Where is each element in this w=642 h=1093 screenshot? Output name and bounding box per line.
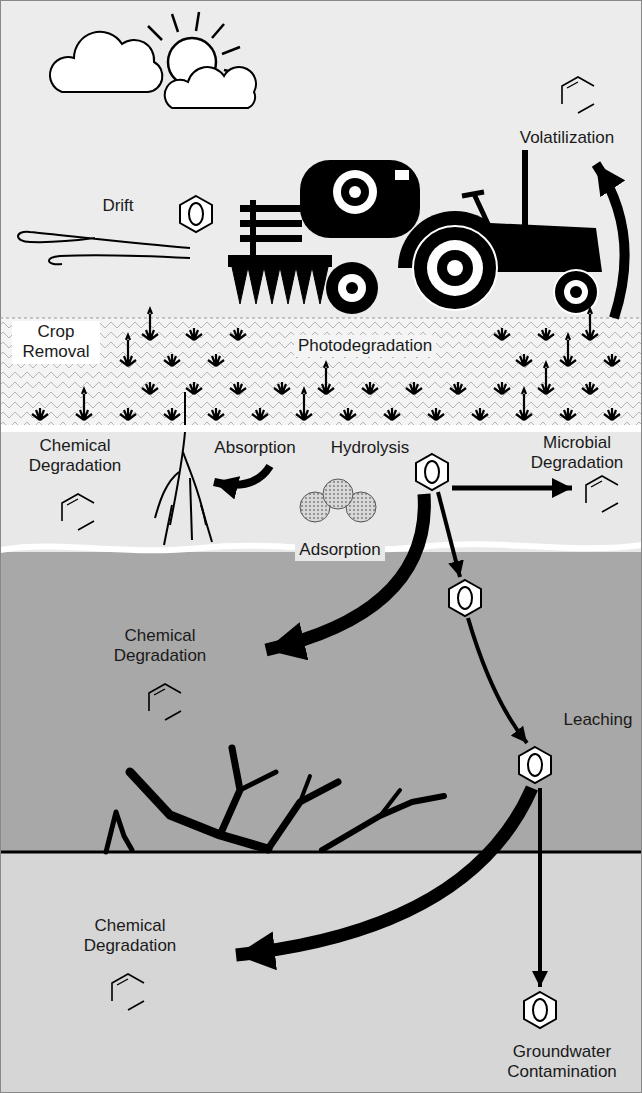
label: Chemical Degradation	[19, 436, 131, 477]
crop-tuft	[560, 408, 576, 420]
crop-tuft	[494, 328, 510, 340]
label: Groundwater Contamination	[496, 1042, 628, 1083]
crop-tuft	[450, 382, 466, 394]
crop-tuft	[582, 382, 598, 394]
crop-tuft	[230, 382, 246, 394]
crop-plants	[32, 309, 620, 420]
crop-tuft	[384, 408, 400, 420]
flow-arrows	[214, 164, 625, 987]
molecules	[62, 77, 618, 1028]
clay-particles	[300, 479, 376, 522]
crop-tuft	[186, 328, 202, 340]
tree-roots	[106, 748, 444, 852]
crop-tuft	[560, 335, 576, 366]
label: Chemical Degradation	[74, 916, 186, 957]
cloud	[50, 32, 256, 108]
crop-tuft	[252, 408, 268, 420]
crop-tuft	[538, 363, 554, 394]
crop-tuft	[164, 354, 180, 366]
crop-tuft	[362, 382, 378, 394]
label: Leaching	[563, 710, 632, 730]
label: Adsorption	[295, 539, 384, 561]
crop-tuft	[208, 408, 224, 420]
crop-tuft	[120, 335, 136, 366]
band-edge	[0, 318, 642, 319]
crop-tuft	[120, 408, 136, 420]
plant-roots	[155, 392, 212, 545]
label: Absorption	[214, 438, 295, 458]
crop-tuft	[164, 408, 180, 420]
label: Photodegradation	[294, 335, 436, 357]
crop-tuft	[76, 389, 92, 420]
label: Hydrolysis	[331, 438, 409, 458]
layer-gap	[0, 425, 642, 432]
crop-tuft	[32, 408, 48, 420]
crop-tuft	[142, 309, 158, 340]
tractor	[398, 150, 602, 314]
label: Volatilization	[520, 128, 615, 148]
crop-tuft	[538, 328, 554, 340]
groundwater	[0, 852, 642, 1093]
label: Microbial Degradation	[519, 433, 635, 474]
subsoil	[0, 552, 642, 852]
crop-texture	[0, 318, 642, 425]
crop-tuft	[318, 363, 334, 394]
crop-tuft	[142, 382, 158, 394]
crop-tuft	[516, 354, 532, 366]
crop-band	[0, 318, 642, 425]
crop-tuft	[582, 309, 598, 340]
label: Crop Removal	[12, 321, 100, 364]
label: Chemical Degradation	[104, 626, 216, 667]
crop-tuft	[516, 389, 532, 420]
label: Drift	[102, 196, 133, 216]
topsoil	[0, 432, 642, 552]
crop-tuft	[604, 354, 620, 366]
crop-tuft	[208, 354, 224, 366]
crop-tuft	[274, 382, 290, 394]
crop-tuft	[472, 408, 488, 420]
crop-tuft	[186, 382, 202, 394]
crop-tuft	[428, 408, 444, 420]
sky	[0, 0, 642, 318]
drift-swirls	[18, 232, 190, 265]
crop-tuft	[340, 408, 356, 420]
crop-tuft	[494, 382, 510, 394]
crop-tuft	[230, 328, 246, 340]
crop-tuft	[296, 389, 312, 420]
crop-tuft	[604, 408, 620, 420]
crop-tuft	[406, 382, 422, 394]
